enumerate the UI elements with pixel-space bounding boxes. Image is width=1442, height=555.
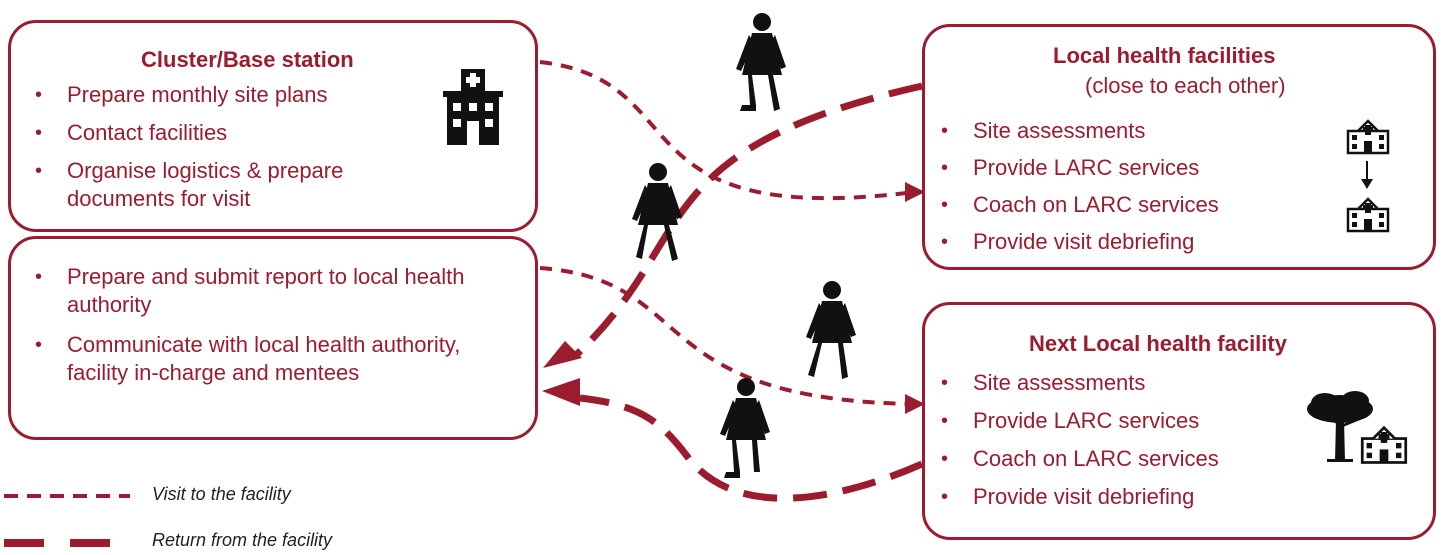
return-path-next-to-report: [579, 394, 924, 502]
base-station-box: Cluster/Base station Prepare monthly sit…: [8, 20, 538, 232]
return-arrowhead-report-upper: [543, 341, 582, 368]
base-station-title: Cluster/Base station: [141, 47, 354, 72]
legend-visit-label: Visit to the facility: [152, 484, 291, 504]
visit-path-base-to-local: [539, 60, 916, 201]
walking-figure-icon: [806, 281, 856, 379]
next-facility-list: Site assessments Provide LARC services C…: [937, 369, 1297, 511]
local-facilities-subtitle: (close to each other): [1085, 73, 1286, 98]
return-arrowhead-report-lower: [542, 378, 580, 406]
list-item: Provide visit debriefing: [937, 228, 1297, 256]
list-item: Site assessments: [937, 369, 1297, 397]
next-facility-box: Next Local health facility Site assessme…: [922, 302, 1436, 540]
hospital-icon: [443, 69, 503, 145]
next-facility-title: Next Local health facility: [1029, 331, 1287, 356]
return-path-local-to-report: [572, 82, 923, 359]
list-item: Prepare and submit report to local healt…: [31, 263, 471, 319]
list-item: Contact facilities: [31, 119, 411, 147]
local-facilities-box: Local health facilities (close to each o…: [922, 24, 1436, 270]
list-item: Prepare monthly site plans: [31, 81, 411, 109]
list-item: Coach on LARC services: [937, 191, 1297, 219]
base-station-list: Prepare monthly site plans Contact facil…: [31, 81, 411, 213]
clinic-building-icon: [1360, 425, 1408, 464]
report-list: Prepare and submit report to local healt…: [31, 263, 471, 387]
local-facilities-list: Site assessments Provide LARC services C…: [937, 117, 1297, 256]
tree-icon: [1307, 391, 1373, 462]
list-item: Site assessments: [937, 117, 1297, 145]
legend-return-label: Return from the facility: [152, 530, 333, 550]
clinic-building-icon: [1346, 197, 1390, 233]
list-item: Organise logistics & prepare documents f…: [31, 157, 411, 213]
walking-figure-icon: [736, 13, 786, 111]
walking-figure-icon: [720, 378, 770, 478]
report-box: Prepare and submit report to local healt…: [8, 236, 538, 440]
walking-figure-icon: [632, 163, 682, 261]
arrow-down-icon: [1361, 161, 1373, 189]
clinic-building-icon: [1346, 119, 1390, 155]
list-item: Provide LARC services: [937, 154, 1297, 182]
visit-arrowhead-next: [905, 394, 925, 414]
list-item: Provide LARC services: [937, 407, 1297, 435]
list-item: Coach on LARC services: [937, 445, 1297, 473]
list-item: Provide visit debriefing: [937, 483, 1297, 511]
list-item: Communicate with local health authority,…: [31, 331, 471, 387]
visit-arrowhead-local: [905, 182, 925, 202]
local-facilities-title: Local health facilities: [1053, 43, 1276, 68]
